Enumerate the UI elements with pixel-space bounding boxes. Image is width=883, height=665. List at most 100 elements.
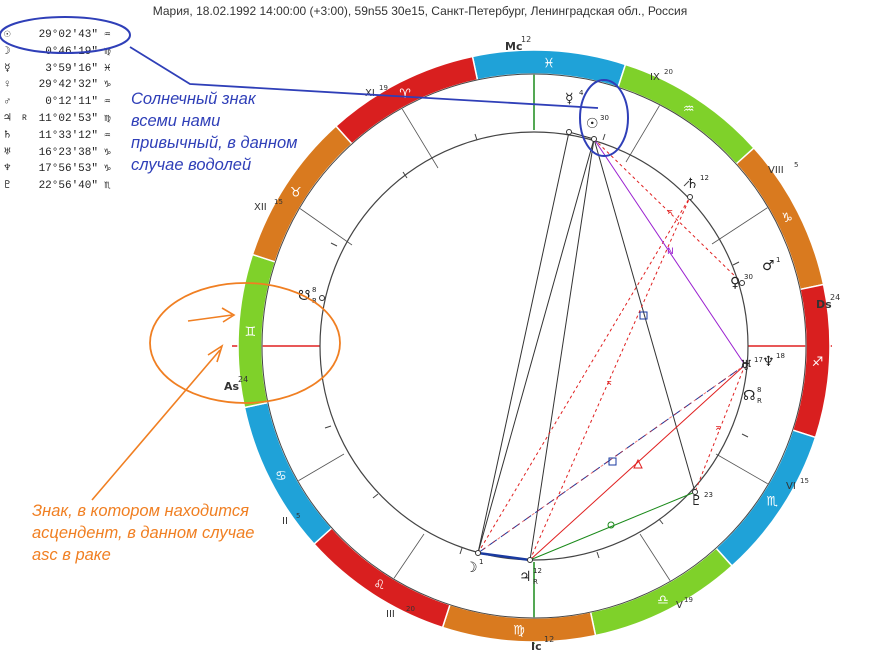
zodiac-sign-glyph: ♒ bbox=[104, 29, 111, 41]
wheel-planet-degree: 30 bbox=[744, 273, 753, 281]
planet-degree: 22°56′40″ bbox=[38, 180, 98, 193]
wheel-planet-degree: 17 bbox=[754, 356, 763, 364]
planet-row: ♀29°42′32″♑ bbox=[4, 77, 122, 94]
house-degree: 19 bbox=[684, 596, 693, 604]
house-degree: 5 bbox=[296, 512, 300, 520]
planet-glyph: ♅ bbox=[4, 146, 11, 159]
wheel-planet-degree: 1 bbox=[479, 558, 483, 566]
wheel-planet-degree: 30 bbox=[600, 114, 609, 122]
house-degree: 15 bbox=[274, 198, 283, 206]
planet-row: ♄11°33′12″♒ bbox=[4, 128, 122, 145]
zodiac-sign-glyph: ♒ bbox=[683, 102, 695, 117]
wheel-planet-degree: 4 bbox=[579, 89, 584, 97]
ascendant-highlight-ellipse bbox=[149, 282, 341, 404]
zodiac-ring: ♓♒♑♐♏♎♍♌♋♊♉♈ bbox=[237, 49, 831, 643]
planet-glyph: ☉ bbox=[4, 29, 11, 41]
house-degree: 15 bbox=[800, 477, 809, 485]
planet-degree: 11°02′53″ bbox=[38, 112, 98, 125]
wheel-planet-glyphs: ☉30☿4♄12♂1♀30♅17♆18☊8R♇23♃12R☽1☋8R bbox=[298, 89, 785, 586]
zodiac-sign-glyph: ♊ bbox=[245, 325, 257, 340]
mc-degree: 12 bbox=[521, 35, 531, 44]
planet-positions-list: ☉ 29°02′43″ ♒ ☽ 0°46′19″ ♍ ☿3°59′16″♓♀29°42′32… bbox=[4, 27, 122, 195]
wheel-planet-degree: 12 bbox=[533, 567, 542, 575]
ascendant-arrow bbox=[187, 314, 233, 322]
planet-glyph: ♄ bbox=[4, 129, 11, 142]
house-label: IX bbox=[650, 72, 660, 83]
wheel-planet-glyph: ♄ bbox=[686, 176, 699, 192]
zodiac-sign-glyph: ♌ bbox=[373, 578, 385, 593]
house-label: III bbox=[386, 609, 395, 620]
wheel-planet-glyph: ♃ bbox=[519, 569, 532, 585]
wheel-planet-degree: 12 bbox=[700, 174, 709, 182]
wheel-planet-glyph: ☿ bbox=[565, 91, 574, 107]
planet-row: ☉ 29°02′43″ ♒ bbox=[4, 27, 122, 44]
house-label: II bbox=[282, 516, 288, 527]
planet-row: ☽0°46′19″♍ bbox=[4, 44, 122, 61]
svg-text:N: N bbox=[667, 247, 674, 257]
sun-sign-annotation: Солнечный знак всеми нами привычный, в д… bbox=[131, 90, 298, 174]
zodiac-sign-glyph: ♐ bbox=[812, 355, 824, 370]
ic-label: Ic bbox=[531, 640, 542, 653]
wheel-planet-glyph: ☉ bbox=[586, 116, 599, 132]
zodiac-sign-glyph: ♍ bbox=[104, 112, 111, 125]
house-cusps bbox=[285, 97, 776, 597]
sun-pointer-line bbox=[129, 46, 599, 109]
zodiac-sign-glyph: ♋ bbox=[275, 469, 287, 484]
planet-glyph: ♃ bbox=[4, 112, 11, 125]
mc-label: Mc bbox=[505, 40, 522, 53]
planet-glyph: ☽ bbox=[4, 45, 11, 58]
house-degree: 20 bbox=[406, 605, 415, 613]
planet-degree: 0°46′19″ bbox=[45, 45, 98, 58]
wheel-planet-degree: 8 bbox=[757, 386, 761, 394]
zodiac-sign-glyph: ♒ bbox=[104, 96, 111, 109]
planet-row: ♆17°56′53″♑ bbox=[4, 161, 122, 178]
chart-header: Мария, 18.02.1992 14:00:00 (+3:00), 59n5… bbox=[152, 4, 688, 18]
planet-dots bbox=[319, 129, 748, 563]
wheel-planet-glyph: ♆ bbox=[762, 354, 775, 370]
zodiac-sign-glyph: ♉ bbox=[290, 185, 302, 200]
wheel-planet-glyph: ♇ bbox=[690, 493, 703, 509]
aspect-lines bbox=[477, 131, 746, 562]
zodiac-sign-glyph: ♑ bbox=[781, 211, 793, 226]
svg-text:⌅: ⌅ bbox=[605, 377, 613, 388]
planet-degree: 29°02′43″ bbox=[38, 29, 98, 41]
wheel-planet-degree: 1 bbox=[776, 256, 780, 264]
zodiac-sign-glyph: ♍ bbox=[513, 624, 525, 639]
house-label: VI bbox=[786, 481, 796, 492]
zodiac-inner-edge bbox=[261, 73, 807, 619]
wheel-planet-glyph: ♂ bbox=[762, 258, 775, 274]
ascendant-degree: 24 bbox=[238, 375, 248, 384]
descendant-degree: 24 bbox=[830, 293, 840, 302]
planet-glyph: ♂ bbox=[4, 96, 11, 109]
ascendant-annotation: Знак, в котором находится асцендент, в д… bbox=[32, 502, 255, 564]
sun-wheel-highlight-ellipse bbox=[579, 79, 629, 157]
planet-glyph: ♇ bbox=[4, 180, 11, 193]
zodiac-segment bbox=[589, 547, 734, 637]
zodiac-sign-glyph: ♑ bbox=[104, 79, 111, 92]
planet-row: ♅16°23′38″♑ bbox=[4, 145, 122, 162]
aspect-markers: ⌅ ⌅ ⌅ N bbox=[605, 206, 722, 529]
house-label: XII bbox=[254, 202, 267, 213]
inner-aspect-circle bbox=[319, 131, 749, 561]
house-label: V bbox=[676, 600, 683, 611]
wheel-planet-degree: 8 bbox=[312, 286, 316, 294]
planet-glyph: ♀ bbox=[4, 79, 11, 92]
zodiac-sign-glyph: ♏ bbox=[766, 495, 778, 510]
house-label: VIII bbox=[768, 165, 784, 176]
sun-list-highlight-ellipse bbox=[0, 16, 131, 54]
retrograde-mark: R bbox=[533, 578, 538, 586]
retrograde-mark: R bbox=[312, 297, 317, 305]
ascendant-pointer-line bbox=[91, 349, 221, 501]
planet-degree: 0°12′11″ bbox=[45, 96, 98, 109]
svg-text:⌅: ⌅ bbox=[714, 422, 722, 433]
wheel-planet-degree: 18 bbox=[776, 352, 785, 360]
zodiac-sign-glyph: ♏ bbox=[104, 180, 111, 193]
planet-row: ☿3°59′16″♓ bbox=[4, 61, 122, 78]
wheel-planet-glyph: ♅ bbox=[740, 358, 753, 374]
planet-degree: 11°33′12″ bbox=[38, 129, 98, 142]
wheel-planet-glyph: ☊ bbox=[743, 388, 755, 404]
wheel-planet-glyph: ☽ bbox=[465, 560, 478, 576]
house-degree: 5 bbox=[794, 161, 798, 169]
